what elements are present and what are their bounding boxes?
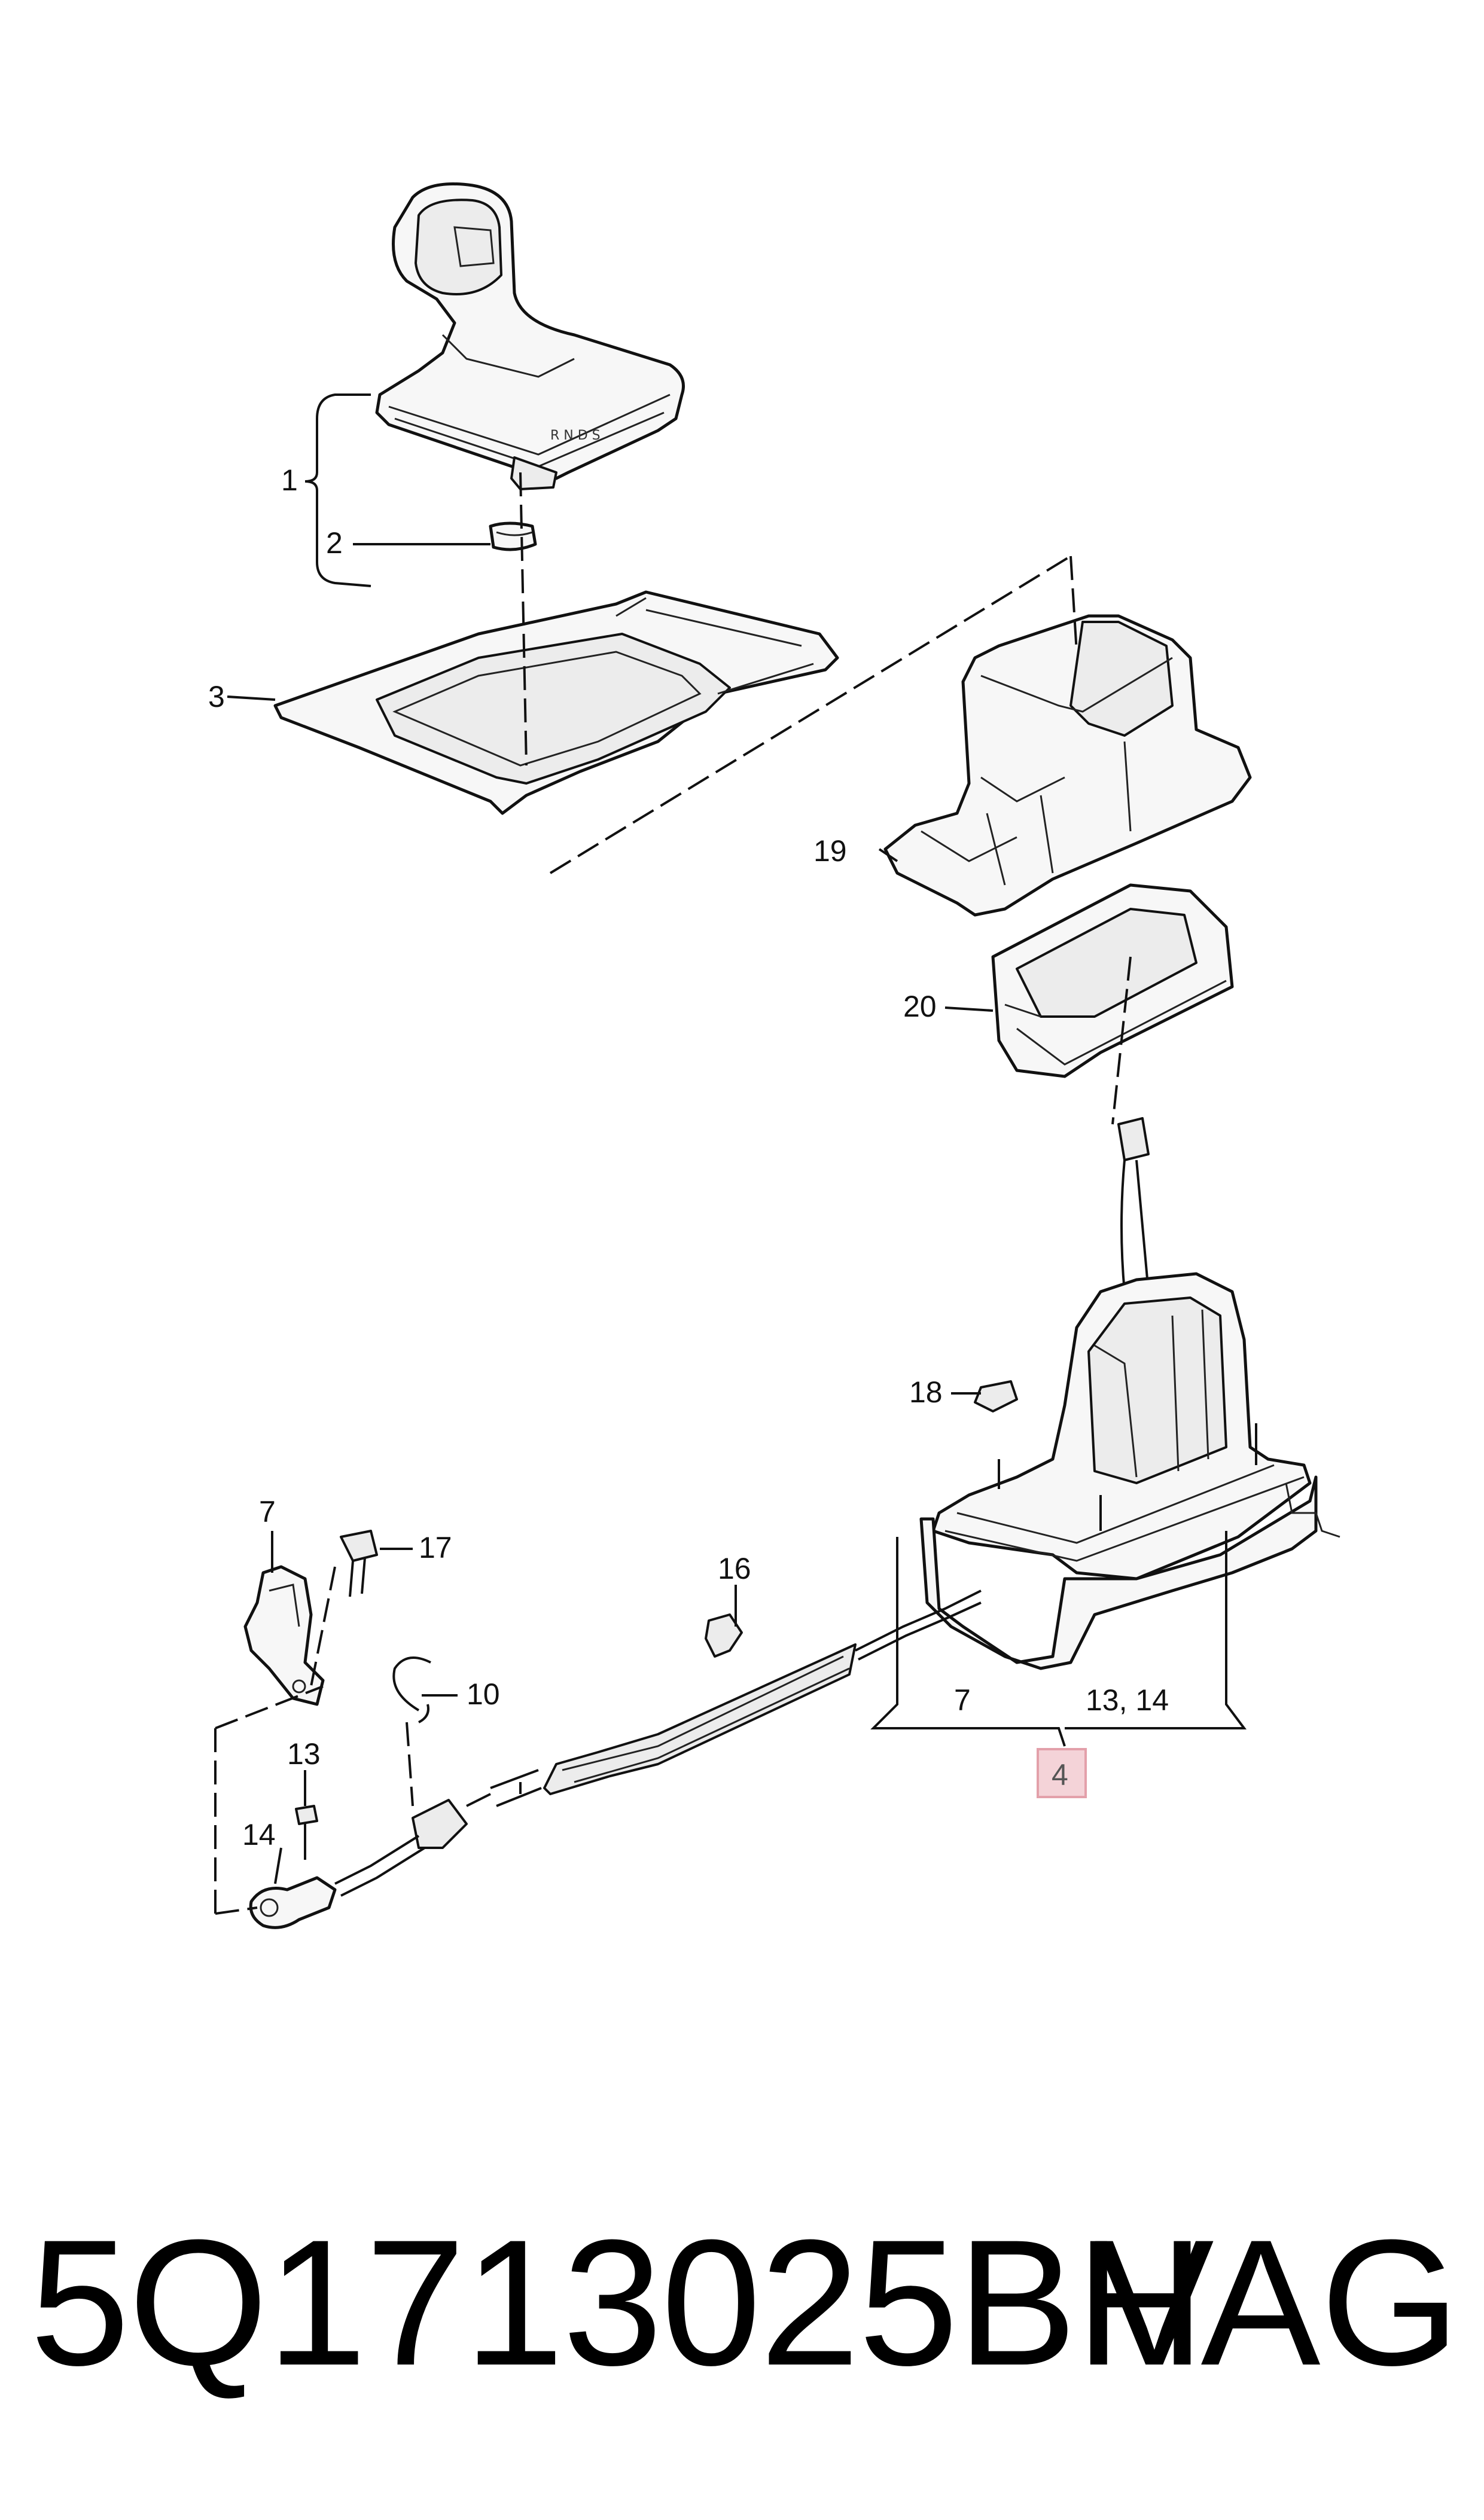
brand-label: VAG (1094, 2202, 1460, 2403)
leader-lines (227, 393, 1247, 1884)
callout-4-highlight (1037, 1748, 1087, 1798)
part-number: 5Q1713025BH (30, 2202, 1205, 2403)
callout-16: 16 (718, 1552, 751, 1585)
alignment-lines (214, 472, 1132, 1915)
callout-4: 4 (1052, 1758, 1068, 1792)
callout-7-assembly: 7 (954, 1683, 971, 1717)
callout-3: 3 (208, 680, 225, 713)
svg-text:R N D S: R N D S (550, 428, 601, 443)
clip-16 (705, 1613, 743, 1658)
callout-14: 14 (242, 1818, 276, 1851)
bolt-17 (340, 1530, 378, 1597)
shift-knob: R N D S (375, 182, 685, 490)
callout-20: 20 (903, 990, 937, 1023)
trim-panel (273, 590, 839, 815)
clip (489, 521, 537, 551)
callout-2: 2 (326, 526, 343, 560)
bolt-13 (295, 1805, 318, 1860)
tray-20 (991, 883, 1234, 1078)
selector-mechanism (919, 1117, 1340, 1670)
callout-17: 17 (419, 1531, 452, 1564)
callout-10: 10 (467, 1677, 500, 1711)
callout-7-lever: 7 (259, 1495, 276, 1529)
callout-13-14: 13, 14 (1086, 1683, 1169, 1717)
callout-18: 18 (909, 1375, 943, 1409)
callout-13: 13 (287, 1737, 321, 1771)
housing-19 (883, 614, 1252, 917)
callout-1: 1 (281, 463, 298, 497)
lever-7 (243, 1565, 325, 1706)
shift-cable (249, 1590, 982, 1929)
clip-10 (392, 1656, 431, 1723)
callout-19: 19 (813, 834, 847, 868)
callouts: 1 2 3 4 7 7 10 13 13, 14 14 16 17 18 19 … (208, 463, 1169, 1851)
